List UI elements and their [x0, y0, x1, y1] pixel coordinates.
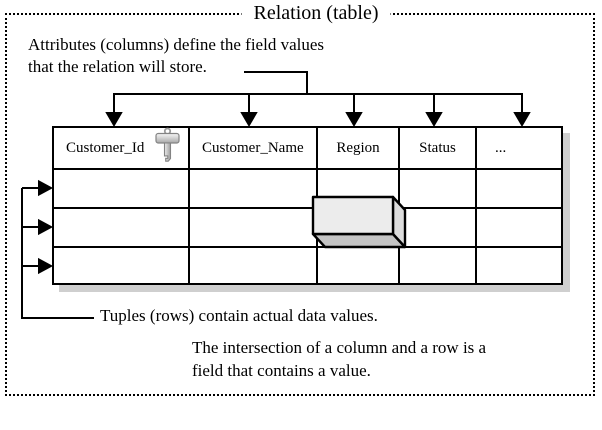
column-header-label: Customer_Name — [202, 139, 304, 156]
table-cell — [54, 170, 190, 209]
table-cell — [318, 209, 400, 248]
column-header-status: Status — [400, 128, 477, 170]
table-cell — [400, 209, 477, 248]
intersection-note-line1: The intersection of a column and a row i… — [192, 338, 487, 357]
tuples-note: Tuples (rows) contain actual data values… — [100, 306, 378, 325]
table-cell — [477, 248, 561, 283]
column-header-customer-name: Customer_Name — [190, 128, 318, 170]
column-header-label: Status — [419, 139, 456, 156]
attributes-note-line1: Attributes (columns) define the field va… — [28, 35, 324, 54]
table-cell — [318, 170, 400, 209]
attributes-note: Attributes (columns) define the field va… — [28, 34, 324, 78]
column-header-label: ... — [495, 139, 507, 156]
table-cell — [190, 248, 318, 283]
table-cell — [477, 170, 561, 209]
table-cell — [54, 248, 190, 283]
column-header-region: Region — [318, 128, 400, 170]
intersection-note-line2: field that contains a value. — [192, 361, 371, 380]
column-header-label: Region — [336, 139, 380, 156]
attributes-note-line2: that the relation will store. — [28, 57, 207, 76]
column-header-customer-id: Customer_Id — [54, 127, 190, 170]
relation-table: Customer_Id Cus — [52, 126, 563, 285]
table-cell — [400, 170, 477, 209]
intersection-note: The intersection of a column and a row i… — [192, 336, 486, 382]
column-header-more: ... — [477, 128, 561, 170]
primary-key-icon — [154, 127, 181, 170]
table-cell — [190, 170, 318, 209]
table-cell — [318, 248, 400, 283]
column-header-label: Customer_Id — [66, 139, 145, 156]
table-cell — [190, 209, 318, 248]
table-cell — [400, 248, 477, 283]
table-cell — [477, 209, 561, 248]
diagram-title: Relation (table) — [241, 1, 391, 25]
table-cell — [54, 209, 190, 248]
